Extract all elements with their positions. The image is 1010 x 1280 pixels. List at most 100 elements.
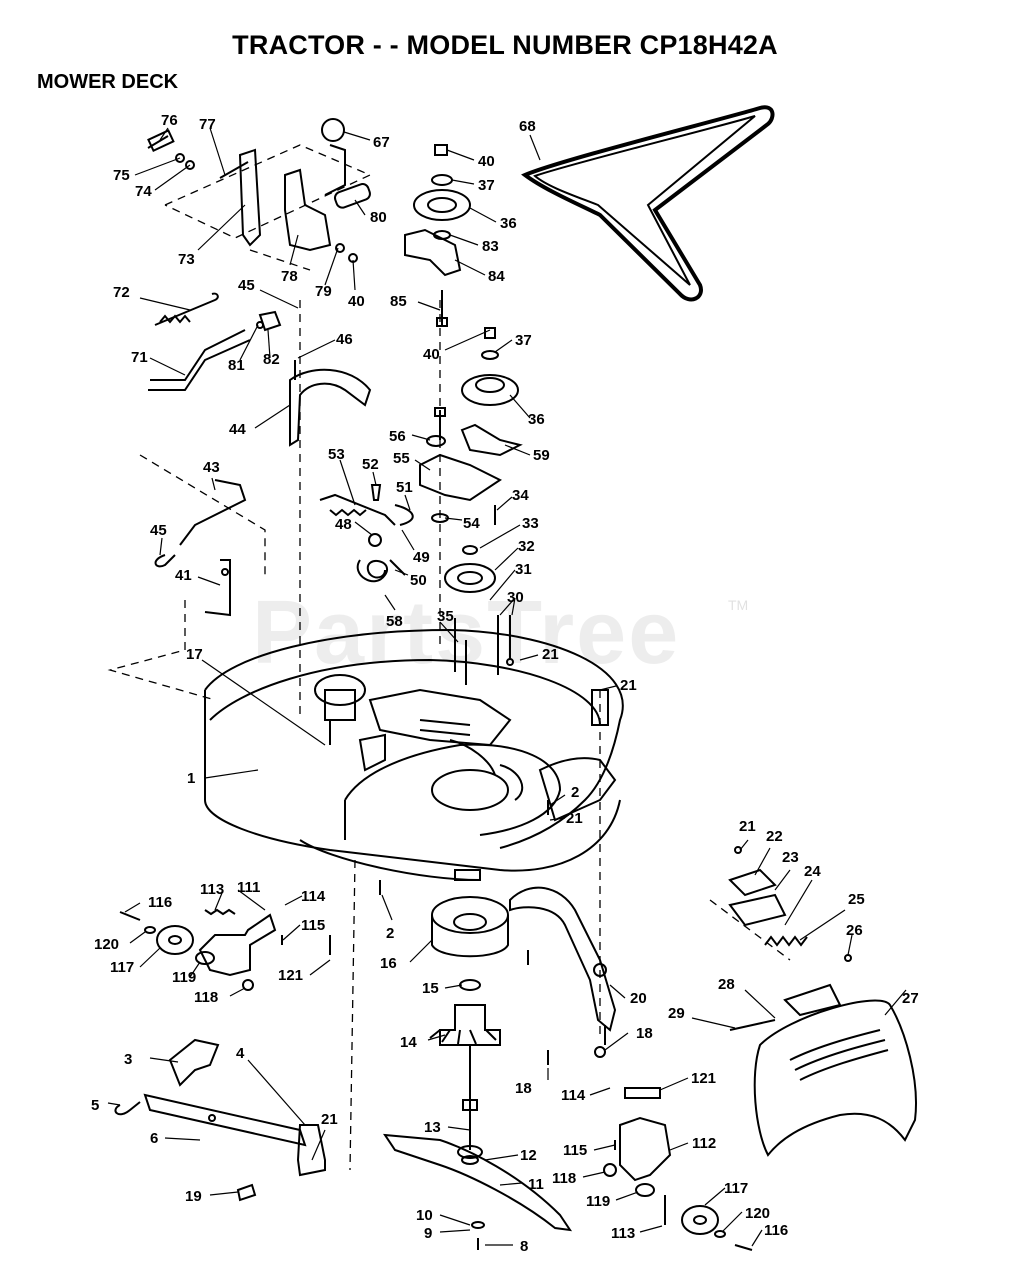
callout-81: 81	[228, 357, 245, 374]
callout-34: 34	[512, 487, 529, 504]
callout-29: 29	[668, 1005, 685, 1022]
callout-85: 85	[390, 293, 407, 310]
part-idler-assembly	[419, 327, 523, 593]
callout-115: 115	[301, 917, 325, 934]
part-lift-link	[114, 1038, 326, 1202]
callout-30: 30	[507, 589, 524, 606]
part-brake-spring	[319, 484, 414, 583]
callout-33: 33	[522, 515, 539, 532]
part-lift-handle	[147, 118, 371, 263]
callout-116: 116	[148, 894, 172, 911]
callout-40: 40	[478, 153, 495, 170]
callout-23: 23	[782, 849, 799, 866]
part-belt-guard	[289, 360, 372, 447]
callout-21: 21	[739, 818, 756, 835]
callout-13: 13	[424, 1119, 441, 1136]
callout-leaders	[107, 127, 907, 1247]
callout-120: 120	[94, 936, 119, 953]
callout-121: 121	[691, 1070, 716, 1087]
part-mower-deck	[204, 628, 624, 895]
callout-35: 35	[437, 608, 454, 625]
callout-111: 111	[237, 879, 260, 896]
callout-18: 18	[636, 1025, 653, 1042]
callout-31: 31	[515, 561, 532, 578]
callout-120: 120	[745, 1205, 770, 1222]
callout-32: 32	[518, 538, 535, 555]
callout-114: 114	[561, 1087, 586, 1104]
section-title: MOWER DECK	[37, 71, 179, 93]
callout-18: 18	[515, 1080, 532, 1097]
part-right-idler	[603, 1087, 753, 1251]
callout-79: 79	[315, 283, 332, 300]
callout-36: 36	[528, 411, 545, 428]
callout-2: 2	[386, 925, 394, 942]
callout-80: 80	[370, 209, 387, 226]
callout-2: 2	[571, 784, 579, 801]
callout-21: 21	[620, 677, 637, 694]
callout-82: 82	[263, 351, 280, 368]
callout-40: 40	[423, 346, 440, 363]
callout-19: 19	[185, 1188, 202, 1205]
callout-114: 114	[301, 888, 326, 905]
callout-53: 53	[328, 446, 345, 463]
callout-67: 67	[373, 134, 390, 151]
callout-115: 115	[563, 1142, 587, 1159]
callout-4: 4	[236, 1045, 245, 1062]
callout-21: 21	[321, 1111, 338, 1128]
callout-119: 119	[172, 969, 196, 986]
callout-8: 8	[520, 1238, 528, 1255]
callout-119: 119	[586, 1193, 610, 1210]
callout-83: 83	[482, 238, 499, 255]
callout-21: 21	[566, 810, 583, 827]
callout-16: 16	[380, 955, 397, 972]
callout-24: 24	[804, 863, 821, 880]
callout-58: 58	[386, 613, 403, 630]
callout-45: 45	[150, 522, 167, 539]
part-left-idler	[119, 908, 331, 991]
part-spring-rod	[148, 292, 282, 391]
callout-51: 51	[396, 479, 413, 496]
callout-112: 112	[692, 1135, 716, 1152]
callout-113: 113	[200, 881, 224, 898]
callout-37: 37	[515, 332, 532, 349]
callout-1: 1	[187, 770, 195, 787]
callout-36: 36	[500, 215, 517, 232]
callout-113: 113	[611, 1225, 635, 1242]
callout-121: 121	[278, 967, 303, 984]
callout-44: 44	[229, 421, 246, 438]
callout-72: 72	[113, 284, 130, 301]
callout-12: 12	[520, 1147, 537, 1164]
page-title: TRACTOR - - MODEL NUMBER CP18H42A	[232, 30, 778, 60]
callout-118: 118	[552, 1170, 576, 1187]
callout-26: 26	[846, 922, 863, 939]
callout-73: 73	[178, 251, 195, 268]
callout-25: 25	[848, 891, 865, 908]
part-spindle-assembly	[429, 896, 509, 1159]
callout-15: 15	[422, 980, 439, 997]
callout-17: 17	[186, 646, 203, 663]
callout-77: 77	[199, 116, 216, 133]
callout-28: 28	[718, 976, 735, 993]
callout-84: 84	[488, 268, 505, 285]
callout-6: 6	[150, 1130, 158, 1147]
callout-43: 43	[203, 459, 220, 476]
callout-49: 49	[413, 549, 430, 566]
callout-27: 27	[902, 990, 919, 1007]
watermark-trademark: TM	[728, 597, 749, 613]
callout-71: 71	[131, 349, 148, 366]
part-mower-blade	[383, 1133, 573, 1250]
callout-55: 55	[393, 450, 410, 467]
callout-48: 48	[335, 516, 352, 533]
callout-41: 41	[175, 567, 192, 584]
callout-9: 9	[424, 1225, 432, 1242]
callout-10: 10	[416, 1207, 433, 1224]
callout-118: 118	[194, 989, 218, 1006]
callout-76: 76	[161, 112, 178, 129]
callout-117: 117	[724, 1180, 748, 1197]
assembly-guide-lines	[107, 144, 791, 1171]
callout-22: 22	[766, 828, 783, 845]
part-belt	[521, 105, 775, 302]
callout-74: 74	[135, 183, 152, 200]
callout-46: 46	[336, 331, 353, 348]
